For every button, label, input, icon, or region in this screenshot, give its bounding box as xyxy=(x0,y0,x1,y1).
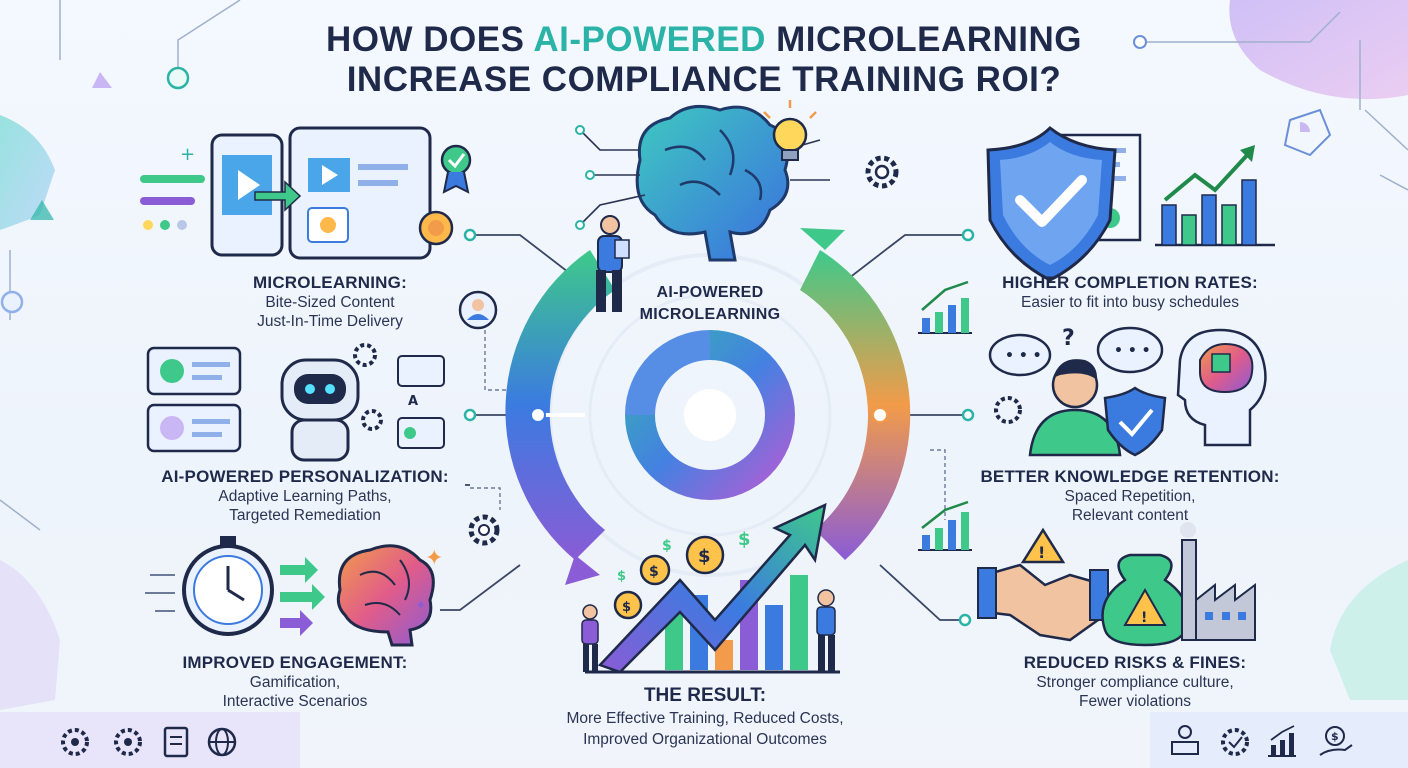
bottom-right-icon-strip: $ xyxy=(1171,725,1353,757)
microlearning-heading: MICROLEARNING: xyxy=(253,273,407,292)
engagement-line1: Gamification, xyxy=(249,674,341,691)
svg-text:$: $ xyxy=(1331,730,1339,743)
retention-illustration: • • • • • • ? xyxy=(918,326,1267,551)
title-suffix: MICROLEARNING xyxy=(765,20,1083,59)
risks-illustration: ! ! xyxy=(977,522,1256,647)
section-risks: REDUCED RISKS & FINES: Stronger complian… xyxy=(990,652,1280,711)
microlearning-line2: Just-In-Time Delivery xyxy=(257,313,403,330)
section-completion: HIGHER COMPLETION RATES: Easier to fit i… xyxy=(970,272,1290,312)
svg-text:• • •: • • • xyxy=(1005,348,1042,364)
retention-heading: BETTER KNOWLEDGE RETENTION: xyxy=(980,467,1280,486)
section-microlearning: MICROLEARNING: Bite-Sized Content Just-I… xyxy=(205,272,455,331)
person-laptop-icon xyxy=(1178,725,1192,739)
svg-text:!: ! xyxy=(1141,610,1147,626)
microlearning-line1: Bite-Sized Content xyxy=(265,294,395,311)
svg-text:$: $ xyxy=(662,538,672,554)
section-retention: BETTER KNOWLEDGE RETENTION: Spaced Repet… xyxy=(960,466,1300,525)
svg-text:$: $ xyxy=(622,600,631,615)
certificate-icon xyxy=(163,726,189,758)
bottom-left-icon-strip xyxy=(61,726,237,758)
svg-text:+: + xyxy=(180,144,195,165)
engagement-line2: Interactive Scenarios xyxy=(222,693,368,710)
svg-text:?: ? xyxy=(1062,326,1075,351)
svg-text:!: ! xyxy=(1038,543,1045,562)
center-label: AI-POWERED MICROLEARNING xyxy=(590,282,830,326)
risks-heading: REDUCED RISKS & FINES: xyxy=(1023,653,1247,672)
completion-illustration xyxy=(918,125,1275,334)
engagement-illustration: ✦ ✦ xyxy=(145,536,443,647)
result-heading: THE RESULT: xyxy=(643,685,767,706)
title-accent: AI-POWERED xyxy=(533,20,766,59)
microlearning-devices-illustration: + xyxy=(140,126,472,260)
personalization-line1: Adaptive Learning Paths, xyxy=(218,488,392,505)
svg-text:✦: ✦ xyxy=(415,598,427,614)
completion-line1: Easier to fit into busy schedules xyxy=(1021,294,1239,311)
section-personalization: AI-POWERED PERSONALIZATION: Adaptive Lea… xyxy=(140,466,470,525)
section-engagement: IMPROVED ENGAGEMENT: Gamification, Inter… xyxy=(150,652,440,711)
page-title-line2: INCREASE COMPLIANCE TRAINING ROI? xyxy=(346,60,1062,99)
risks-line1: Stronger compliance culture, xyxy=(1036,674,1234,691)
gear-icon xyxy=(61,728,89,756)
completion-heading: HIGHER COMPLETION RATES: xyxy=(1002,273,1258,292)
page-title-line1: HOW DOES AI-POWERED MICROLEARNING xyxy=(0,20,1408,60)
result-line2: Improved Organizational Outcomes xyxy=(583,731,827,748)
retention-line2: Relevant content xyxy=(1071,507,1189,524)
personalization-heading: AI-POWERED PERSONALIZATION: xyxy=(161,467,449,486)
personalization-line2: Targeted Remediation xyxy=(229,507,381,524)
risks-line2: Fewer violations xyxy=(1079,693,1191,710)
brain-illustration xyxy=(575,100,899,312)
svg-text:$: $ xyxy=(617,569,626,584)
gear-icon xyxy=(114,728,142,756)
section-result: THE RESULT: More Effective Training, Red… xyxy=(500,684,910,750)
center-label-line2: MICROLEARNING xyxy=(639,306,781,323)
svg-text:$: $ xyxy=(738,529,751,550)
center-label-line1: AI-POWERED xyxy=(656,284,764,301)
gear-check-icon xyxy=(1221,728,1249,756)
hand-coin-icon xyxy=(1325,726,1345,746)
svg-text:• • •: • • • xyxy=(1114,343,1151,359)
engagement-heading: IMPROVED ENGAGEMENT: xyxy=(182,653,408,672)
svg-text:✦: ✦ xyxy=(425,546,443,571)
result-growth-illustration: $ $ $ $ $ $ xyxy=(581,502,840,674)
title-prefix: HOW DOES xyxy=(325,20,534,59)
retention-line1: Spaced Repetition, xyxy=(1064,488,1196,505)
svg-text:$: $ xyxy=(698,546,711,567)
svg-text:A: A xyxy=(408,394,418,409)
central-cycle-graphic xyxy=(505,228,911,585)
result-line1: More Effective Training, Reduced Costs, xyxy=(566,710,844,727)
ai-robot-illustration: A xyxy=(146,343,445,462)
svg-text:$: $ xyxy=(649,564,659,580)
